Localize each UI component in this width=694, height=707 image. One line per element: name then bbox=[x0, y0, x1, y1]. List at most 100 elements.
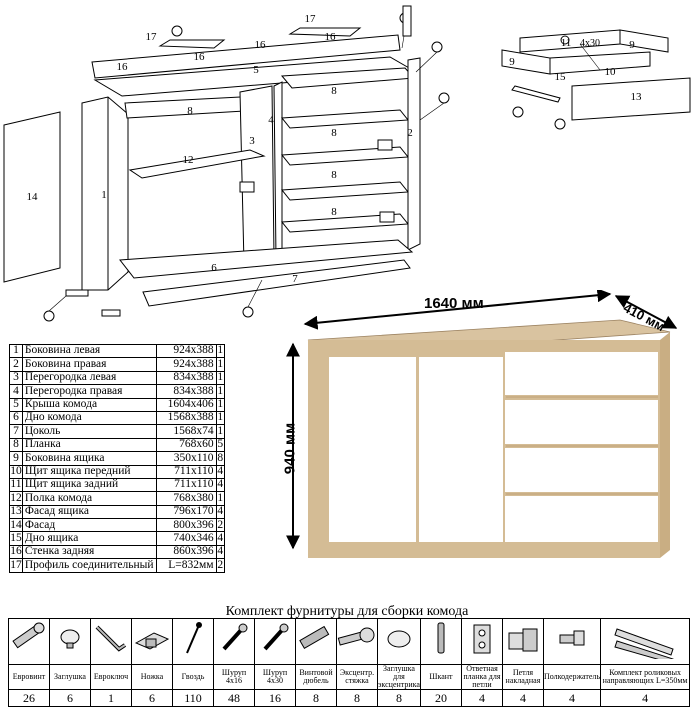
dresser-door bbox=[419, 357, 503, 542]
hardware-item-cell bbox=[90, 618, 132, 665]
drawer-front bbox=[549, 51, 651, 75]
part-quantity-cell: 4 bbox=[215, 477, 226, 493]
part-name-cell: Перегородка правая bbox=[21, 384, 157, 399]
hardware-item-count: 4 bbox=[600, 689, 691, 707]
part-name-cell: Щит ящика задний bbox=[21, 477, 157, 493]
part-number-cell: 16 bbox=[9, 544, 23, 560]
part-quantity-cell: 8 bbox=[215, 451, 226, 466]
part-quantity-cell: 1 bbox=[215, 491, 226, 506]
hardware-item-count: 4 bbox=[501, 689, 544, 707]
part-quantity-cell: 4 bbox=[215, 531, 226, 546]
hardware-item-count: 16 bbox=[254, 689, 296, 707]
part-quantity-cell: 1 bbox=[215, 424, 226, 439]
part-quantity-cell: 2 bbox=[215, 518, 226, 533]
hardware-item-name: Полкодержатель bbox=[542, 664, 602, 690]
hardware-item-cell bbox=[49, 618, 91, 665]
hardware-item-cell bbox=[377, 618, 421, 665]
part-quantity-cell: 1 bbox=[215, 370, 226, 386]
part-number-label: 9 bbox=[509, 56, 515, 68]
hex-key-icon bbox=[91, 625, 131, 663]
cam-cap-icon bbox=[379, 630, 419, 663]
right-side-panel bbox=[407, 57, 421, 251]
part-number-label: 8 bbox=[331, 85, 337, 97]
part-name-cell: Профиль соединительный bbox=[21, 558, 157, 573]
left-divider bbox=[239, 85, 275, 265]
drawer-facade bbox=[571, 77, 691, 121]
part-number-label: 8 bbox=[331, 206, 337, 218]
part-number-cell: 5 bbox=[9, 397, 23, 412]
hardware-item-cell bbox=[295, 618, 337, 665]
part-number-cell: 12 bbox=[9, 491, 23, 506]
part-name-cell: Фасад ящика bbox=[21, 504, 157, 520]
part-number-label: 15 bbox=[555, 71, 567, 83]
part-quantity-cell: 1 bbox=[215, 357, 226, 372]
part-quantity-cell: 4 bbox=[215, 544, 226, 560]
hardware-item-cell bbox=[460, 618, 503, 665]
part-number-cell: 11 bbox=[9, 477, 23, 493]
hardware-item-count: 4 bbox=[460, 689, 503, 707]
screw-icon bbox=[214, 623, 254, 663]
hardware-item-cell bbox=[213, 618, 255, 665]
hardware-item-cell bbox=[8, 618, 50, 665]
door-panel bbox=[3, 111, 61, 283]
exploded-assembly-view: 14 1 16 17 16 16 17 16 5 8 3 12 4 8 8 8 … bbox=[3, 5, 691, 322]
part-quantity-cell: 1 bbox=[215, 397, 226, 412]
hardware-item-count: 6 bbox=[49, 689, 91, 707]
dresser-drawer bbox=[505, 352, 658, 395]
hardware-item-count: 8 bbox=[377, 689, 421, 707]
part-quantity-cell: 4 bbox=[215, 464, 226, 479]
hardware-item-cell bbox=[501, 618, 544, 665]
part-dimensions-cell: 740x346 bbox=[155, 531, 217, 546]
part-number-label: 16 bbox=[325, 31, 337, 43]
part-number-label: 16 bbox=[117, 61, 129, 73]
hardware-item-count: 110 bbox=[172, 689, 214, 707]
part-number-label: 17 bbox=[305, 13, 317, 25]
part-number-cell: 2 bbox=[9, 357, 23, 372]
hardware-item-name: Евровинт bbox=[8, 664, 50, 690]
part-name-cell: Боковина правая bbox=[21, 357, 157, 372]
dresser-drawer bbox=[505, 448, 658, 492]
back-panel bbox=[91, 34, 401, 79]
part-quantity-cell: 1 bbox=[215, 384, 226, 399]
part-quantity-cell: 1 bbox=[215, 343, 226, 359]
hardware-item-name: Эксцентр. стяжка bbox=[336, 664, 378, 690]
screw-icon bbox=[255, 623, 295, 663]
dresser-drawer bbox=[505, 496, 658, 542]
part-name-cell: Щит ящика передний bbox=[21, 464, 157, 479]
part-number-cell: 10 bbox=[9, 464, 23, 479]
hardware-item-name: Шкант bbox=[419, 664, 462, 690]
hardware-item-name: Петля накладная bbox=[501, 664, 544, 690]
hardware-item-count: 4 bbox=[542, 689, 602, 707]
dowel-icon bbox=[296, 625, 336, 663]
part-name-cell: Дно ящика bbox=[21, 531, 157, 546]
hardware-callout: 4x30 bbox=[580, 38, 600, 49]
part-number-label: 2 bbox=[407, 127, 413, 139]
part-number-cell: 17 bbox=[9, 558, 23, 573]
part-dimensions-cell: 834x388 bbox=[155, 370, 217, 386]
part-dimensions-cell: 1568x388 bbox=[155, 410, 217, 426]
part-number-label: 8 bbox=[331, 169, 337, 181]
part-dimensions-cell: 924x388 bbox=[155, 357, 217, 372]
hardware-item-name: Шуруп 4x16 bbox=[213, 664, 255, 690]
cam-tie-icon bbox=[337, 627, 377, 663]
part-number-label: 8 bbox=[331, 127, 337, 139]
part-dimensions-cell: 800x396 bbox=[155, 518, 217, 533]
part-number-cell: 13 bbox=[9, 504, 23, 520]
hardware-item-cell bbox=[254, 618, 296, 665]
part-name-cell: Дно комода bbox=[21, 410, 157, 426]
depth-dimension-line bbox=[614, 295, 678, 329]
part-number-label: 10 bbox=[605, 66, 617, 78]
part-number-cell: 14 bbox=[9, 518, 23, 533]
cap-icon bbox=[50, 629, 90, 663]
part-dimensions-cell: 711x110 bbox=[155, 464, 217, 479]
hardware-item-cell bbox=[419, 618, 462, 665]
